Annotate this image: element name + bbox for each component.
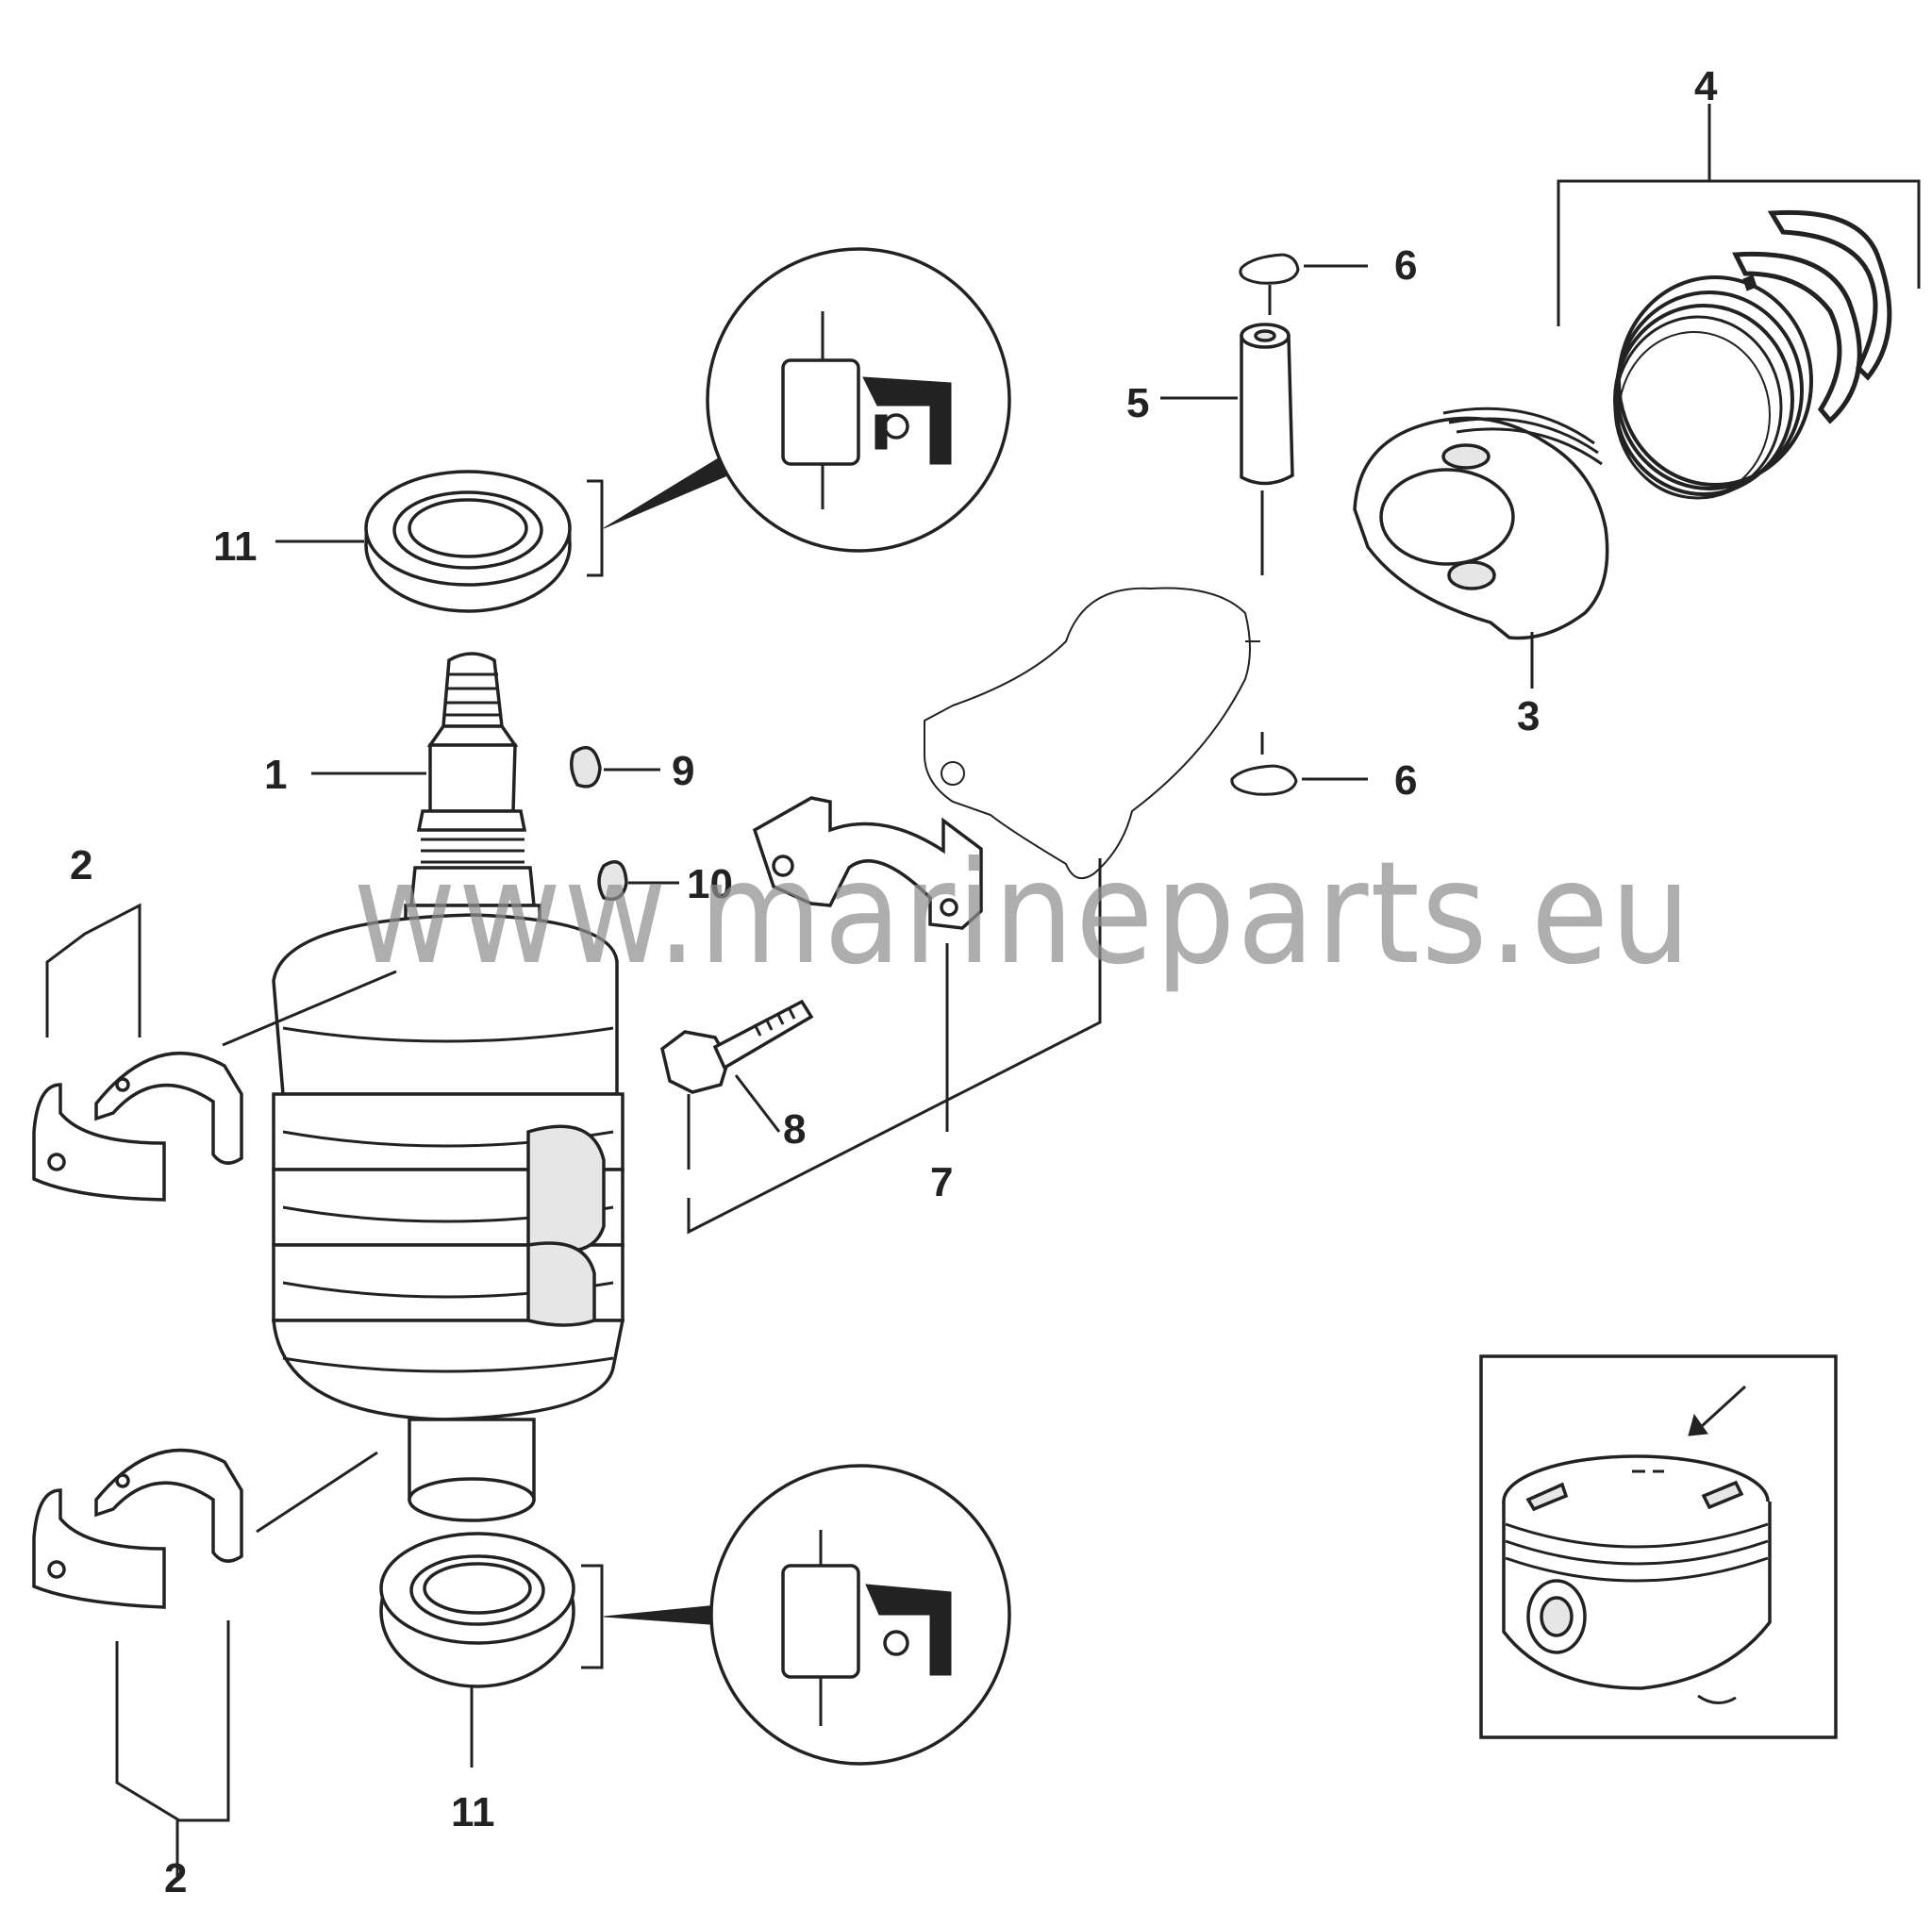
rings-bracket xyxy=(1557,179,1921,326)
rod-assembly-bracket xyxy=(687,858,1102,1235)
connecting-rod xyxy=(924,587,1260,880)
lower-seal-detail-circle xyxy=(709,1464,1011,1766)
callout-5: 5 xyxy=(1126,380,1149,426)
callout-9: 9 xyxy=(672,748,694,794)
upper-main-bearing xyxy=(32,1051,243,1202)
upper-seal-detail-circle xyxy=(706,247,1011,553)
connecting-rod-cap xyxy=(752,796,983,930)
callout-11-upper: 11 xyxy=(213,523,258,570)
callout-3: 3 xyxy=(1517,693,1540,739)
bearing-leader-lower xyxy=(256,1451,378,1534)
callout-2-upper: 2 xyxy=(70,842,92,888)
lower-seal-bracket xyxy=(581,1564,604,1669)
piston-rings xyxy=(1613,209,1892,500)
callout-1: 1 xyxy=(264,752,287,798)
circlip-lower xyxy=(1230,764,1298,796)
callout-7: 7 xyxy=(930,1159,953,1205)
lower-oil-seal xyxy=(379,1532,575,1688)
callout-6-lower: 6 xyxy=(1394,757,1417,804)
connecting-rod-bolt xyxy=(660,999,814,1094)
callout-11-lower: 11 xyxy=(451,1789,495,1835)
upper-bearing-bracket xyxy=(45,903,142,1038)
piston-pin xyxy=(1240,323,1294,486)
bolt-leader xyxy=(734,1074,781,1133)
callout-8: 8 xyxy=(783,1106,806,1153)
lower-bearing-bracket xyxy=(115,1620,230,1822)
callout-4: 4 xyxy=(1694,63,1718,109)
callout-10: 10 xyxy=(687,861,733,907)
piston-orientation-inset xyxy=(1479,1354,1838,1739)
lower-main-bearing xyxy=(32,1448,243,1609)
woodruff-key-10 xyxy=(597,860,628,901)
circlip-upper xyxy=(1239,253,1300,285)
upper-seal-bracket xyxy=(587,479,604,577)
watermark-text: www.marineparts.eu xyxy=(353,832,1692,996)
callout-6-upper: 6 xyxy=(1394,242,1417,289)
callout-2-lower: 2 xyxy=(164,1855,187,1901)
crankshaft xyxy=(272,652,625,1522)
bearing-leader-upper xyxy=(222,970,397,1047)
upper-oil-seal xyxy=(364,470,572,613)
piston xyxy=(1353,407,1609,640)
woodruff-key-9 xyxy=(570,746,602,788)
